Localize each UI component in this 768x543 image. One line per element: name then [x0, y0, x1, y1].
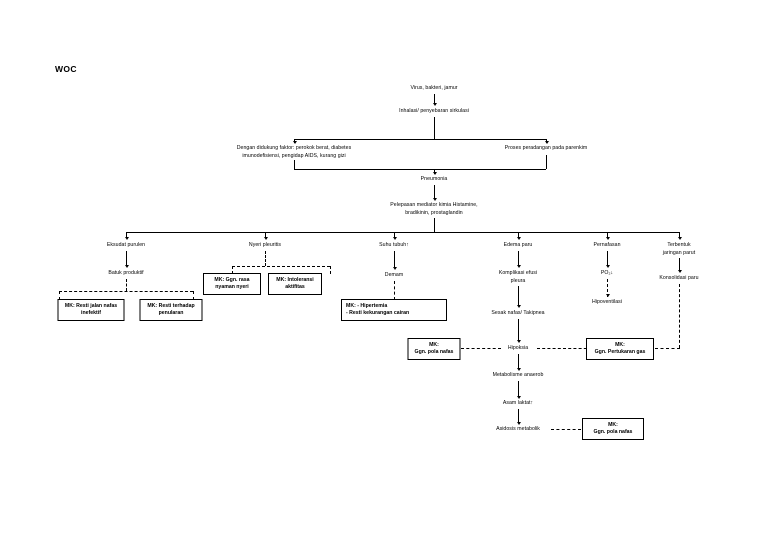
connector-drop-transmission	[193, 291, 194, 300]
arrowhead-effusion	[516, 265, 521, 268]
arrowhead-mediators	[432, 198, 437, 201]
connector-pain-split	[265, 251, 266, 266]
connector-drop-scar	[679, 232, 680, 238]
connector-acidosis-to-breathing-pattern	[551, 429, 581, 430]
node-pneumonia: Pneumonia	[420, 176, 448, 182]
node-dyspnea: Sesak nafas/ Takipnea	[491, 310, 545, 316]
node-hypoventilation: Hipoventilasi	[591, 299, 623, 305]
connector-hypoxia-anaerobic	[518, 354, 519, 369]
diagnosis-breathing-pattern-bottom: MK: Ggn. pola nafas	[582, 418, 644, 440]
connector-fanout-bar	[126, 232, 679, 233]
connector-breathing-po2	[607, 251, 608, 266]
node-respiration: Pernafasan	[593, 242, 621, 248]
node-exudate: Eksudat purulen	[106, 242, 146, 248]
node-inflammation: Proses peradangan pada parenkim	[504, 145, 588, 151]
connector-mediators-fanout	[434, 218, 435, 232]
connector-pain-split-bar	[232, 266, 330, 267]
node-route: Inhalasi/ penyebaran sirkulasi	[399, 108, 469, 114]
connector-drop-airway	[59, 291, 60, 300]
arrowhead-consolidation	[677, 270, 682, 273]
node-body-temperature: Suhu tubuh↑	[379, 242, 409, 248]
arrowhead-inflammation	[544, 141, 549, 144]
arrowhead-cough	[124, 265, 129, 268]
connector-anaerobic-lactate	[518, 381, 519, 397]
node-metabolic-acidosis: Asidosis metabolik	[496, 426, 540, 432]
connector-pneumonia-mediators	[434, 185, 435, 199]
connector-cough-split	[126, 279, 127, 291]
connector-drop-comfort	[232, 266, 233, 274]
connector-po2-hypoventilation	[607, 279, 608, 297]
connector-effusion-dyspnea	[518, 286, 519, 306]
node-hypoxia: Hipoksia	[507, 345, 529, 351]
diagnosis-comfort-pain: MK: Ggn. rasa nyaman nyeri	[203, 273, 261, 295]
connector-drop-breathing	[607, 232, 608, 238]
connector-drop-activity	[330, 266, 331, 274]
arrowhead-anaerobic	[516, 368, 521, 371]
connector-risk-down	[294, 160, 295, 169]
diagnosis-gas-exchange: MK: Ggn. Pertukaran gas	[586, 338, 654, 360]
arrowhead-risk-factors	[292, 141, 297, 144]
arrowhead-temp	[392, 237, 397, 240]
arrowhead-scar	[677, 237, 682, 240]
arrowhead-po2	[605, 265, 610, 268]
arrowhead-exudate	[124, 237, 129, 240]
connector-merge-bar	[294, 169, 546, 170]
connector-scar-consolidation	[679, 258, 680, 271]
connector-hypoxia-to-gas-exchange	[537, 348, 592, 349]
connector-consolidation-down	[679, 284, 680, 348]
connector-drop-edema	[518, 232, 519, 238]
arrowhead-pain	[263, 237, 268, 240]
connector-merge-drop	[434, 169, 435, 174]
connector-lactate-acidosis	[518, 409, 519, 423]
node-mediators: Pelepasan mediator kimia Histamine, brad…	[390, 202, 478, 216]
arrowhead-dyspnea	[516, 305, 521, 308]
arrowhead-route	[432, 103, 437, 106]
arrowhead-fever	[392, 267, 397, 270]
node-etiology: Virus, bakteri, jamur	[410, 85, 458, 91]
diagnosis-activity-intolerance: MK: Intoleransi aktifitas	[268, 273, 322, 295]
diagnosis-hyperthermia: MK: - Hipertemia - Resti kekurangan cair…	[341, 299, 447, 321]
node-anaerobic-metabolism: Metabolisme anaerob	[492, 372, 544, 378]
node-scar-tissue: Terbentuk jaringan parut	[662, 242, 696, 256]
connector-fever-diagnosis	[394, 281, 395, 300]
arrowhead-acidosis	[516, 422, 521, 425]
node-pulmonary-edema: Edema paru	[503, 242, 533, 248]
arrowhead-pneumonia	[432, 172, 437, 175]
node-po2: PO₂↓	[600, 270, 614, 276]
connector-inflammation-down	[546, 155, 547, 169]
diagnosis-airway-clearance: MK: Resti jalan nafas inefektif	[57, 299, 125, 321]
connector-edema-effusion	[518, 251, 519, 266]
connector-dyspnea-hypoxia	[518, 319, 519, 341]
connector-drop-temp	[394, 232, 395, 238]
connector-consolidation-to-gas-exchange	[655, 348, 680, 349]
node-pleural-effusion: Komplikasi efusi pleura	[498, 270, 538, 284]
node-fever: Demam	[384, 272, 404, 278]
connector-etiology-route	[434, 94, 435, 104]
arrowhead-lactate	[516, 396, 521, 399]
connector-hypoxia-to-breathing-pattern	[461, 348, 501, 349]
arrowhead-breathing	[605, 237, 610, 240]
arrowhead-edema	[516, 237, 521, 240]
connector-cough-split-bar	[59, 291, 193, 292]
connector-temp-fever	[394, 251, 395, 268]
node-pleuritic-pain: Nyeri pleuritis	[248, 242, 282, 248]
node-productive-cough: Batuk produktif	[108, 270, 144, 276]
connector-route-split	[434, 117, 435, 139]
connector-drop-pain	[265, 232, 266, 238]
node-lactic-acid: Asam laktat↑	[502, 400, 534, 406]
connector-exudate-cough	[126, 251, 127, 266]
arrowhead-hypoxia	[516, 340, 521, 343]
page-title: WOC	[55, 64, 77, 74]
connector-drop-exudate	[126, 232, 127, 238]
node-lung-consolidation: Konsolidasi paru	[659, 275, 699, 281]
diagnosis-transmission-risk: MK: Resti terhadap penularan	[139, 299, 203, 321]
connector-split-bar-top	[294, 139, 546, 140]
diagnosis-breathing-pattern-left: MK: Ggn. pola nafas	[407, 338, 461, 360]
arrowhead-hypoventilation	[605, 294, 610, 297]
node-risk-factors: Dengan didukung faktor: perokok berat, d…	[236, 145, 352, 159]
